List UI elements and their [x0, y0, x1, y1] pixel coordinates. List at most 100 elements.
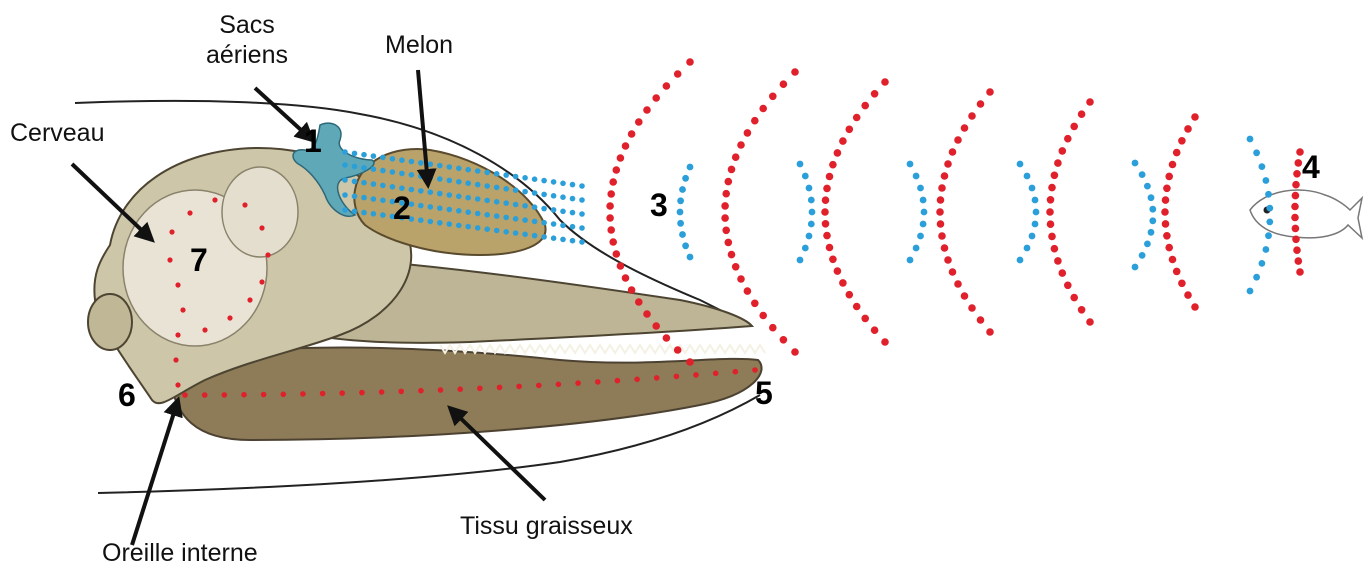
returning-echo-dot: [853, 303, 861, 311]
emitted-beam-dot: [551, 193, 557, 199]
returning-echo-dot: [1292, 225, 1300, 233]
returning-echo-dot: [622, 274, 630, 282]
returning-echo-dot: [686, 58, 694, 66]
returning-echo-dot: [725, 178, 733, 186]
emitted-wave-dot: [1144, 241, 1151, 248]
emitted-beam-dot: [513, 202, 519, 208]
emitted-beam-dot: [522, 217, 528, 223]
emitted-beam-dot: [570, 182, 576, 188]
brain-echo-dot: [175, 282, 180, 287]
returning-echo-dot: [1047, 220, 1055, 228]
emitted-beam-dot: [484, 226, 490, 232]
emitted-beam-dot: [361, 210, 367, 216]
returning-echo-dot: [937, 220, 945, 228]
emitted-wave-dot: [1139, 252, 1146, 259]
brain-echo-dot: [175, 332, 180, 337]
emitted-beam-dot: [437, 163, 443, 169]
emitted-wave-dot: [1253, 274, 1260, 281]
jaw-echo-dot: [752, 367, 758, 373]
emitted-beam-dot: [380, 168, 386, 174]
emitted-beam-dot: [437, 176, 443, 182]
emitted-wave-dot: [1029, 233, 1036, 240]
returning-echo-dot: [780, 336, 788, 344]
returning-echo-dot: [635, 298, 643, 306]
emitted-beam-dot: [560, 194, 566, 200]
returning-echo-dot: [834, 267, 842, 275]
emitted-beam-dot: [371, 196, 377, 202]
returning-echo-dot: [674, 346, 682, 354]
emitted-wave-dot: [917, 185, 924, 192]
emitted-beam-dot: [475, 225, 481, 231]
emitted-beam-dot: [371, 181, 377, 187]
jaw-echo-dot: [398, 389, 404, 395]
brain-echo-dot: [173, 357, 178, 362]
returning-echo-dot: [1047, 196, 1055, 204]
teeth: [440, 345, 765, 353]
emitted-beam-dot: [465, 224, 471, 230]
emitted-beam-dot: [371, 153, 377, 159]
emitted-beam-dot: [409, 159, 415, 165]
emitted-wave-dot: [913, 245, 920, 252]
emitted-beam-dot: [503, 186, 509, 192]
returning-echo-dot: [721, 214, 729, 222]
emitted-beam-dot: [361, 165, 367, 171]
emitted-beam-dot: [465, 167, 471, 173]
returning-echo-dot: [968, 112, 976, 120]
emitted-wave-dot: [1263, 177, 1270, 184]
returning-echo-dot: [1191, 303, 1199, 311]
emitted-beam-dot: [465, 209, 471, 215]
emitted-wave-dot: [1149, 217, 1156, 224]
emitted-beam-dot: [428, 219, 434, 225]
label-cerveau: Cerveau: [10, 118, 105, 148]
label-oreille-interne: Oreille interne: [102, 538, 258, 568]
emitted-beam-dot: [342, 162, 348, 168]
emitted-beam-dot: [437, 191, 443, 197]
emitted-wave-dot: [687, 254, 694, 261]
returning-echo-dot: [780, 80, 788, 88]
emitted-wave-dot: [921, 209, 928, 216]
emitted-beam-dot: [342, 207, 348, 213]
emitted-beam-dot: [409, 172, 415, 178]
number-5: 5: [755, 376, 773, 410]
emitted-beam-dot: [456, 194, 462, 200]
returning-echo-dot: [1295, 257, 1303, 265]
returning-echo-dot: [871, 90, 879, 98]
brain-echo-dot: [202, 327, 207, 332]
returning-echo-dot: [839, 137, 847, 145]
returning-echo-dot: [722, 190, 730, 198]
emitted-beam-dot: [465, 195, 471, 201]
returning-echo-dot: [686, 358, 694, 366]
emitted-beam-dot: [352, 164, 358, 170]
emitted-beam-dot: [541, 206, 547, 212]
returning-echo-dot: [954, 136, 962, 144]
jaw-echo-dot: [339, 390, 345, 396]
brain-echo-dot: [175, 382, 180, 387]
emitted-wave-dot: [1265, 232, 1272, 239]
emitted-wave-dot: [920, 221, 927, 228]
emitted-beam-dot: [418, 203, 424, 209]
emitted-wave-dot: [1132, 264, 1139, 271]
emitted-beam-dot: [447, 178, 453, 184]
returning-echo-dot: [791, 348, 799, 356]
emitted-wave-dot: [1024, 245, 1031, 252]
returning-echo-dot: [941, 172, 949, 180]
emitted-beam-dot: [352, 179, 358, 185]
emitted-wave-dot: [907, 161, 914, 168]
emitted-wave-dot: [1259, 260, 1266, 267]
returning-echo-dot: [944, 160, 952, 168]
emitted-wave-dot: [797, 161, 804, 168]
emitted-beam-dot: [560, 223, 566, 229]
emitted-wave-dot: [1149, 206, 1156, 213]
brain-echo-dot: [167, 257, 172, 262]
emitted-beam-dot: [541, 234, 547, 240]
jaw-echo-dot: [556, 382, 562, 388]
returning-echo-dot: [821, 208, 829, 216]
returning-echo-dot: [728, 166, 736, 174]
emitted-beam-dot: [532, 176, 538, 182]
emitted-beam-dot: [475, 168, 481, 174]
emitted-wave-dot: [1266, 205, 1273, 212]
emitted-wave-dot: [809, 209, 816, 216]
emitted-beam-dot: [551, 207, 557, 213]
emitted-wave-dot: [806, 185, 813, 192]
jaw-echo-dot: [281, 392, 287, 398]
